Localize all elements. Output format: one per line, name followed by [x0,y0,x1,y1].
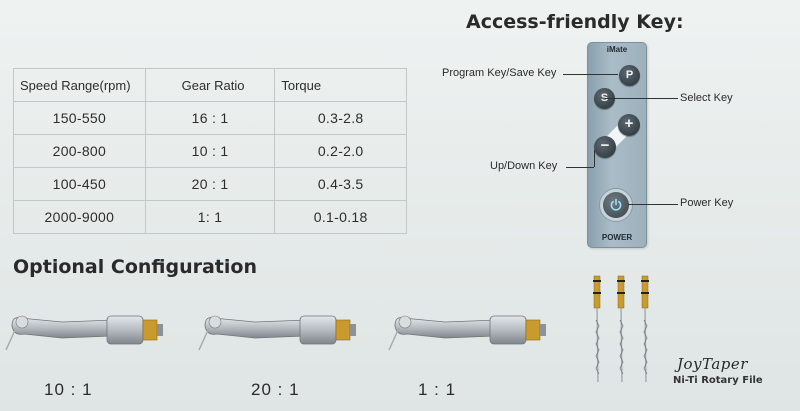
power-key-ring [599,188,633,222]
select-key-leader [605,98,678,99]
program-key-leader [563,74,618,75]
handpiece-1-1-image [388,315,546,351]
optional-configuration-title: Optional Configuration [13,256,257,278]
access-key-title: Access-friendly Key: [466,11,684,33]
gear-ratio-cell: 20 : 1 [144,167,276,201]
handpiece-20-1-label: 20 : 1 [251,380,300,399]
gear-ratio-cell: 1: 1 [144,200,276,234]
power-key-leader [628,204,678,205]
speed-cell: 2000-9000 [13,200,146,234]
header-speed-range: Speed Range(rpm) [13,68,146,102]
remote-power-label: POWER [601,233,633,242]
updown-key-leader-h [566,167,594,168]
power-key-callout: Power Key [680,197,734,209]
header-torque: Torque [274,68,407,102]
down-key-button[interactable]: − [594,136,616,158]
key-remote: iMate P S + − POWER [587,42,647,248]
rotary-files-image [593,275,649,383]
power-icon [610,198,622,211]
rotary-file [641,275,649,383]
file-brand-name: JoyTaper [677,355,748,373]
handpiece-1-1-label: 1 : 1 [418,380,457,399]
gear-ratio-cell: 16 : 1 [144,101,276,135]
handpiece-20-1-image [198,315,356,351]
program-key-callout: Program Key/Save Key [442,67,557,79]
speed-cell: 150-550 [13,101,146,135]
table-row: 200-800 10 : 1 0.2-2.0 [13,134,407,168]
speed-cell: 200-800 [13,134,146,168]
table-header-row: Speed Range(rpm) Gear Ratio Torque [13,68,407,102]
table-row: 2000-9000 1: 1 0.1-0.18 [13,200,407,234]
rotary-file [617,275,625,383]
program-key-button[interactable]: P [619,65,640,86]
select-key-callout: Select Key [680,92,733,104]
file-brand-subtitle: Ni-Ti Rotary File [673,375,763,386]
rotary-file [593,275,601,383]
spec-table: Speed Range(rpm) Gear Ratio Torque 150-5… [13,68,407,234]
updown-key-callout: Up/Down Key [490,160,558,172]
up-key-button[interactable]: + [618,114,640,136]
speed-cell: 100-450 [13,167,146,201]
torque-cell: 0.4-3.5 [274,167,407,201]
gear-ratio-cell: 10 : 1 [144,134,276,168]
torque-cell: 0.1-0.18 [274,200,407,234]
table-row: 100-450 20 : 1 0.4-3.5 [13,167,407,201]
select-key-button[interactable]: S [594,88,615,109]
torque-cell: 0.2-2.0 [274,134,407,168]
header-gear-ratio: Gear Ratio [144,68,276,102]
power-key-button[interactable] [603,192,629,218]
remote-brand-label: iMate [606,45,628,54]
handpiece-10-1-label: 10 : 1 [44,380,93,399]
updown-key-leader-v [594,150,595,167]
table-row: 150-550 16 : 1 0.3-2.8 [13,101,407,135]
handpiece-10-1-image [5,315,163,351]
torque-cell: 0.3-2.8 [274,101,407,135]
